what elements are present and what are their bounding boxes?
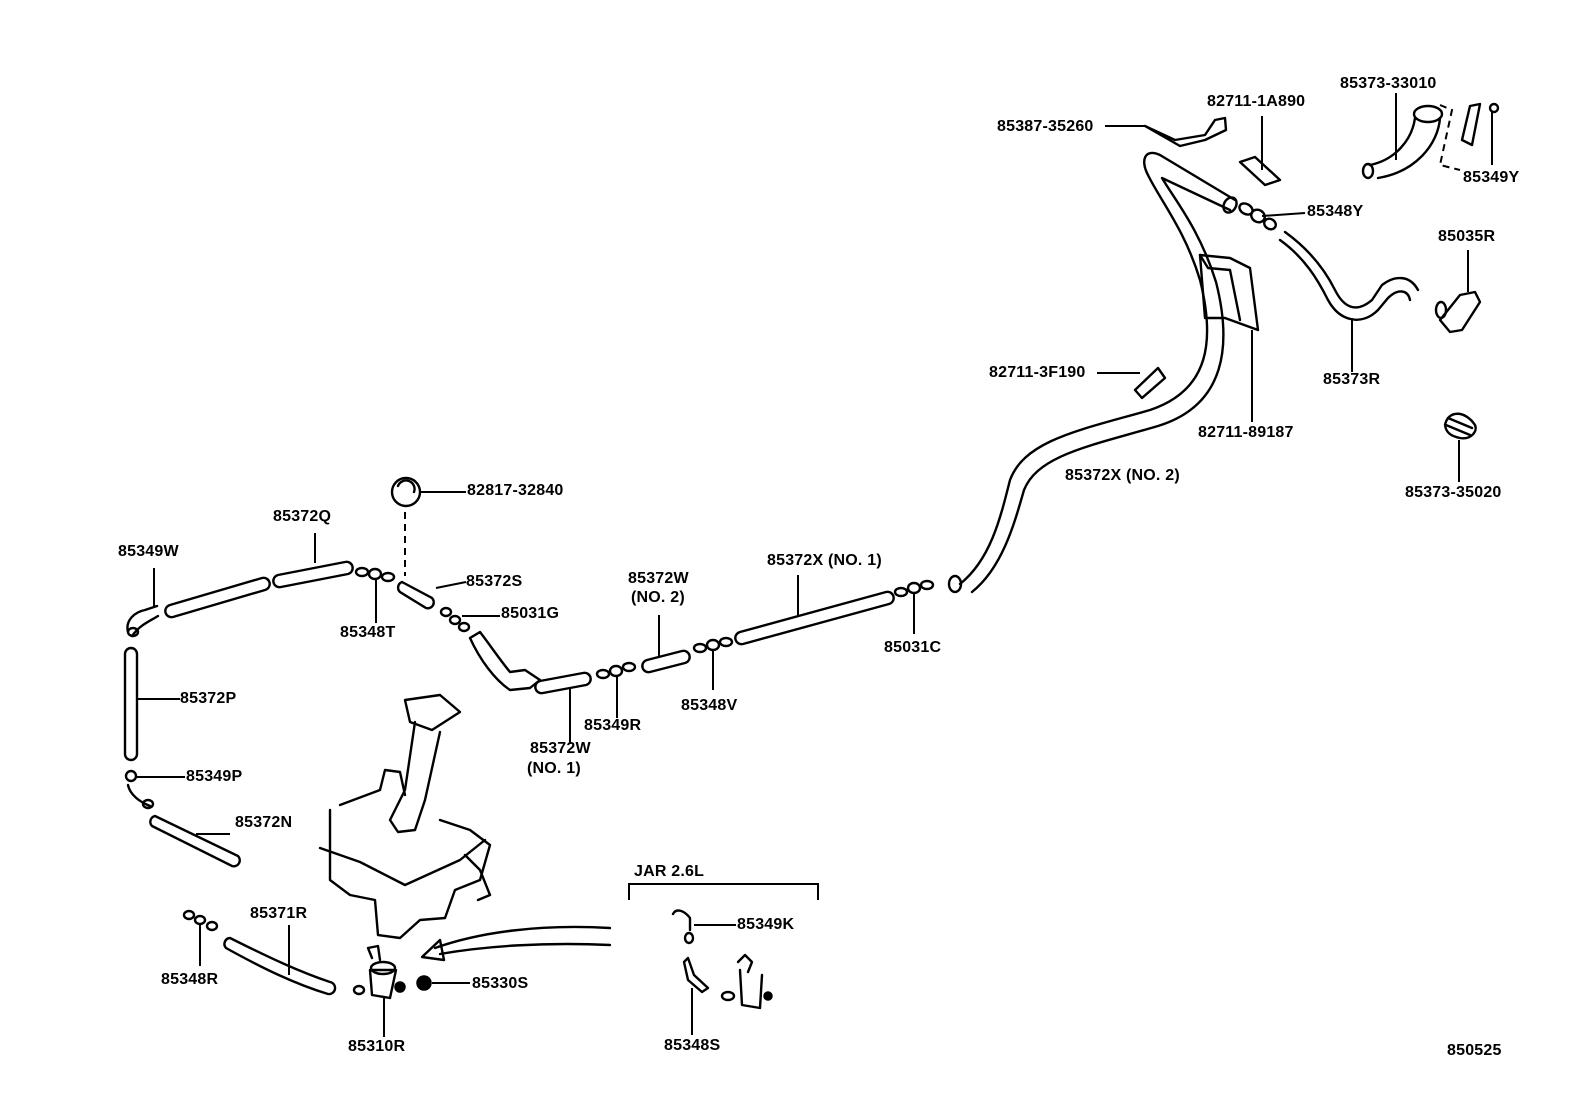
hose-unnamed-left [164, 576, 271, 619]
part-label-82711-89187: 82711-89187 [1198, 424, 1294, 441]
part-label-85387-35260: 85387-35260 [997, 118, 1094, 135]
part-label-85349k: 85349K [737, 916, 795, 933]
part-label-82817-32840: 82817-32840 [467, 482, 564, 499]
part-label-85372x-no1: 85372X (NO. 1) [767, 552, 882, 569]
part-label-82711-3f190: 82711-3F190 [989, 364, 1086, 381]
part-label-85372q: 85372Q [273, 508, 332, 525]
elbow-85349w [126, 568, 160, 638]
pad-82711-1a890 [1238, 116, 1282, 187]
part-label-85330s: 85330S [472, 975, 529, 992]
part-label-85349p: 85349P [186, 768, 243, 785]
washer-pump-85310r [352, 944, 406, 1037]
connector-85031g [439, 606, 500, 633]
hose-85371r [223, 925, 337, 996]
hose-85372w-no2 [641, 615, 691, 674]
nozzle-85035r [1434, 250, 1482, 334]
connector-85031c [893, 579, 935, 634]
part-label-85031c: 85031C [884, 639, 942, 656]
part-label-85371r: 85371R [250, 905, 308, 922]
part-label-85372w-no1: 85372W [530, 740, 591, 757]
arrow-to-pump [420, 925, 612, 962]
part-label-85349w: 85349W [118, 543, 179, 560]
bracket-82711-89187 [1198, 253, 1260, 422]
hose-85372q [272, 533, 354, 589]
hose-85372n [149, 814, 241, 868]
part-label-85310r: 85310R [348, 1038, 406, 1055]
part-label-85372s: 85372S [466, 573, 523, 590]
hose-85372w-no1 [534, 671, 592, 744]
part-label-85348v: 85348V [681, 697, 738, 714]
part-label-85348s: 85348S [664, 1037, 721, 1054]
connector-85348v [692, 636, 734, 690]
part-label-85372x-no2: 85372X (NO. 2) [1065, 467, 1180, 484]
part-label-85373-33010: 85373-33010 [1340, 75, 1437, 92]
connector-85348t [354, 566, 396, 623]
reservoir-vent-85373-33010 [1361, 93, 1500, 180]
part-label-85372n: 85372N [235, 814, 293, 831]
part-label-85373r: 85373R [1323, 371, 1381, 388]
part-label-85349y: 85349Y [1463, 169, 1520, 186]
hose-85372p [123, 646, 180, 762]
hose-85373r [1278, 230, 1420, 372]
hose-85372x-no1 [734, 575, 895, 646]
clip-82711-3f190 [1097, 366, 1167, 400]
bracket-85387-35260 [1105, 116, 1228, 148]
part-label-85348r: 85348R [161, 971, 219, 988]
hose-85372x-no2 [947, 151, 1238, 594]
washer-reservoir-tank [318, 693, 492, 940]
part-label-85348t: 85348T [340, 624, 396, 641]
connector-85349r [595, 661, 637, 718]
clamp-82817-32840 [390, 476, 466, 576]
part-label-85372w-no2: 85372W [628, 570, 689, 587]
part-label-85348y: 85348Y [1307, 203, 1364, 220]
part-label-85372w-no2-suffix: (NO. 2) [631, 589, 685, 606]
connector-85348r [182, 909, 219, 966]
part-label-85373-35020: 85373-35020 [1405, 484, 1502, 501]
jar-variant-group [628, 883, 819, 1035]
connector-85348y [1238, 202, 1306, 231]
part-label-85349r: 85349R [584, 717, 642, 734]
elbow-85349p [124, 769, 185, 810]
part-label-85035r: 85035R [1438, 228, 1496, 245]
grommet-85373-35020 [1443, 412, 1477, 482]
figure-id: 850525 [1447, 1042, 1502, 1059]
part-label-85372w-no1-suffix: (NO. 1) [527, 760, 581, 777]
part-label-82711-1a890: 82711-1A890 [1207, 93, 1306, 110]
variant-label-jar-2-6l: JAR 2.6L [634, 863, 705, 880]
part-label-85031g: 85031G [501, 605, 560, 622]
grommet-85330s [416, 975, 470, 991]
part-label-85372p: 85372P [180, 690, 237, 707]
hose-85372s-curve [396, 580, 542, 692]
